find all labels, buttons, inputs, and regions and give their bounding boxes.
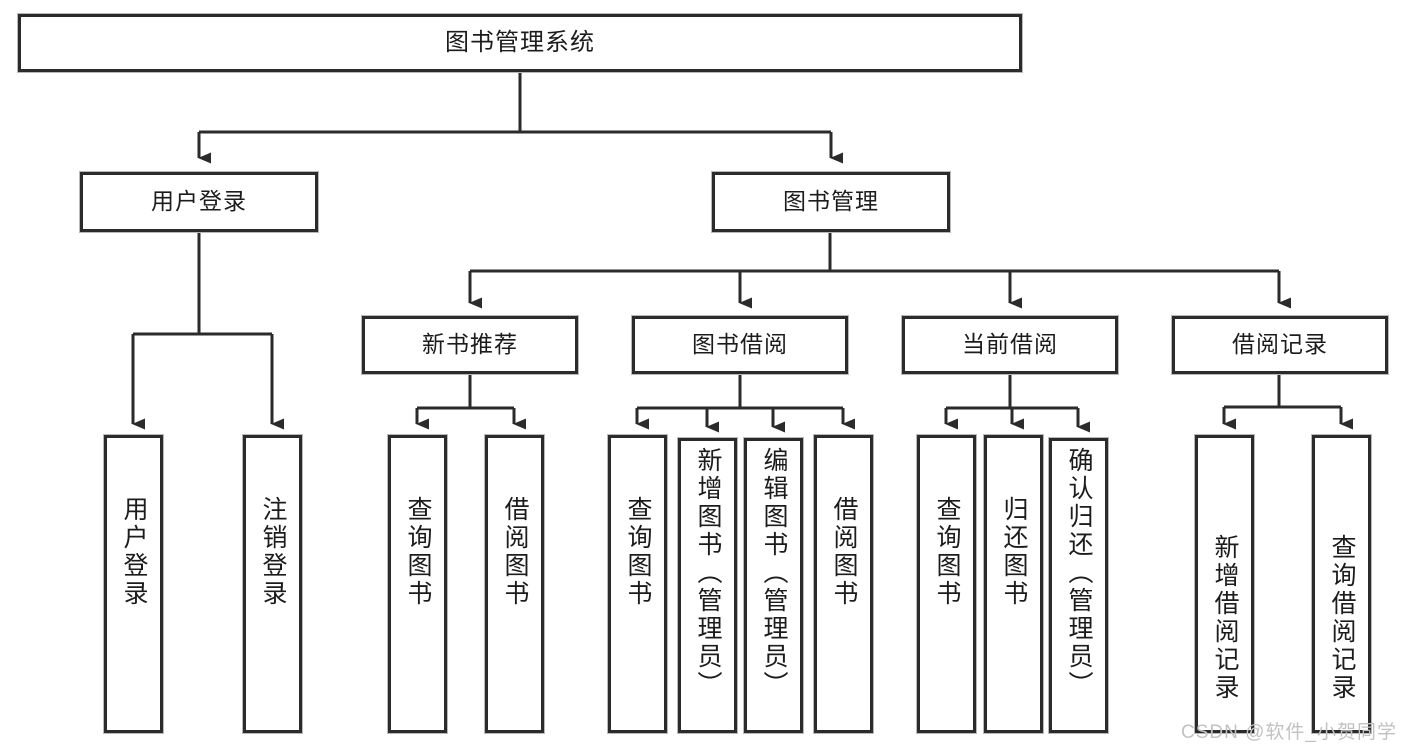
node-leaf-query-book-2-label: 查询图书 (624, 496, 652, 608)
node-leaf-confirm-return[interactable]: 确认归还（管理员） (1049, 438, 1108, 733)
node-leaf-query-record-label: 查询借阅记录 (1328, 534, 1356, 702)
node-leaf-confirm-return-label: 确认归还（管理员） (1065, 447, 1093, 699)
node-leaf-query-record[interactable]: 查询借阅记录 (1312, 435, 1371, 733)
node-leaf-user-login-label: 用户登录 (120, 496, 148, 608)
node-leaf-edit-book-label: 编辑图书（管理员） (760, 447, 788, 699)
node-root[interactable]: 图书管理系统 (18, 14, 1022, 72)
node-leaf-query-book-2[interactable]: 查询图书 (608, 435, 667, 733)
node-leaf-query-book-3[interactable]: 查询图书 (917, 435, 976, 733)
node-current-borrow[interactable]: 当前借阅 (902, 316, 1118, 374)
node-book-manage-label: 图书管理 (783, 188, 879, 215)
node-leaf-query-book-1[interactable]: 查询图书 (388, 435, 447, 733)
csdn-watermark: CSDN @软件_小贺同学 (1181, 722, 1397, 743)
node-book-borrow[interactable]: 图书借阅 (632, 316, 848, 374)
node-current-borrow-label: 当前借阅 (962, 331, 1058, 358)
node-leaf-user-login[interactable]: 用户登录 (104, 435, 163, 733)
node-book-borrow-label: 图书借阅 (692, 331, 788, 358)
node-leaf-query-book-3-label: 查询图书 (933, 496, 961, 608)
node-leaf-return-book-label: 归还图书 (1000, 496, 1028, 608)
node-leaf-borrow-book-1-label: 借阅图书 (501, 496, 529, 608)
node-leaf-edit-book[interactable]: 编辑图书（管理员） (744, 438, 803, 733)
node-borrow-record-label: 借阅记录 (1232, 331, 1328, 358)
node-leaf-add-record[interactable]: 新增借阅记录 (1195, 435, 1254, 733)
node-leaf-logout[interactable]: 注销登录 (243, 435, 302, 733)
node-borrow-record[interactable]: 借阅记录 (1172, 316, 1388, 374)
node-leaf-borrow-book-2[interactable]: 借阅图书 (814, 435, 873, 733)
node-new-book-rec[interactable]: 新书推荐 (362, 316, 578, 374)
node-leaf-borrow-book-1[interactable]: 借阅图书 (485, 435, 544, 733)
node-user-login[interactable]: 用户登录 (80, 172, 318, 232)
node-root-label: 图书管理系统 (445, 28, 595, 56)
node-book-manage[interactable]: 图书管理 (712, 172, 950, 232)
node-leaf-query-book-1-label: 查询图书 (404, 496, 432, 608)
node-user-login-label: 用户登录 (151, 188, 247, 215)
node-leaf-borrow-book-2-label: 借阅图书 (830, 496, 858, 608)
node-leaf-logout-label: 注销登录 (259, 496, 287, 608)
node-new-book-rec-label: 新书推荐 (422, 331, 518, 358)
node-leaf-add-record-label: 新增借阅记录 (1211, 534, 1239, 702)
node-leaf-add-book-label: 新增图书（管理员） (694, 447, 722, 699)
node-leaf-add-book[interactable]: 新增图书（管理员） (678, 438, 737, 733)
node-leaf-return-book[interactable]: 归还图书 (984, 435, 1043, 733)
